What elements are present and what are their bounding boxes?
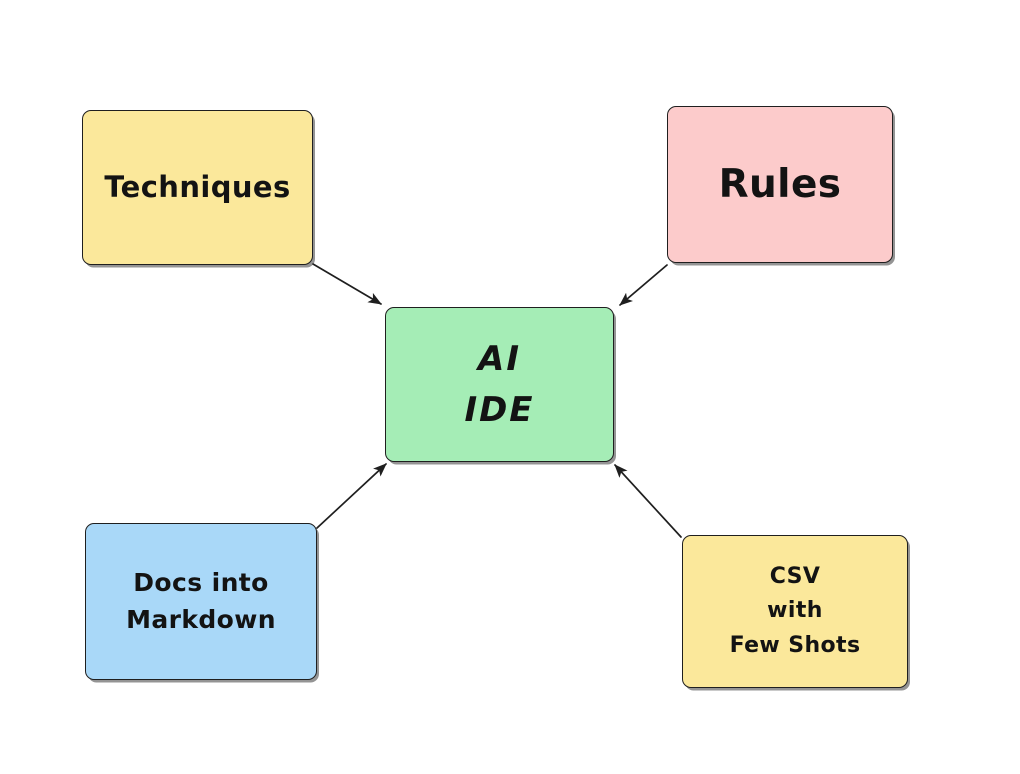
node-techniques[interactable]: Techniques [82,110,313,265]
node-docs-into-markdown[interactable]: Docs into Markdown [85,523,317,680]
node-ai-ide[interactable]: AI IDE [385,307,614,462]
node-csv-with-few-shots[interactable]: CSV with Few Shots [682,535,908,688]
edge-rules-to-ai-ide [619,264,668,306]
edge-docs-into-markdown-to-ai-ide [316,463,387,529]
node-rules[interactable]: Rules [667,106,893,263]
edge-csv-with-few-shots-to-ai-ide [614,464,682,538]
edge-techniques-to-ai-ide [312,263,382,305]
